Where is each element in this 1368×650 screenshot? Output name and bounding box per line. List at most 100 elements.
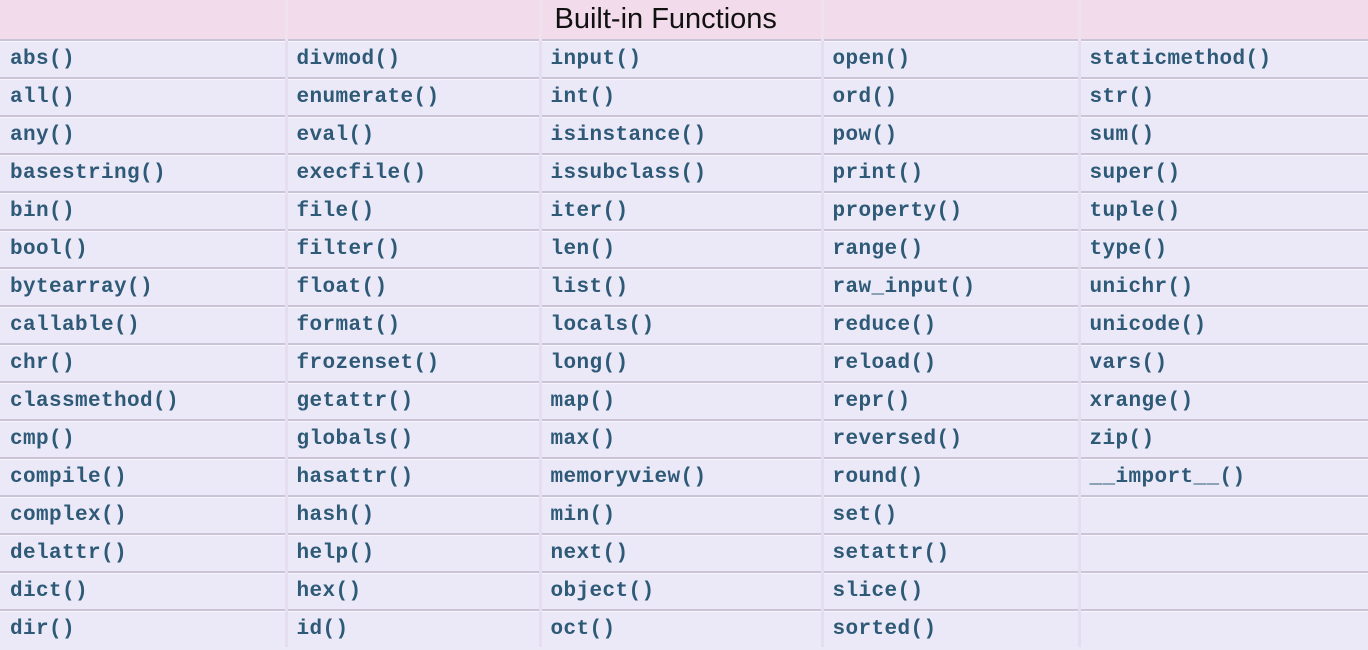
function-cell: len() — [538, 229, 822, 268]
function-cell: slice() — [820, 571, 1079, 610]
table-row: classmethod()getattr()map()repr()xrange(… — [0, 381, 1368, 420]
function-cell: iter() — [538, 191, 822, 230]
function-cell: set() — [820, 495, 1079, 534]
page-title: Built-in Functions — [538, 0, 822, 40]
function-cell: list() — [538, 267, 822, 306]
function-cell: xrange() — [1077, 381, 1368, 420]
function-cell: classmethod() — [0, 381, 286, 420]
function-cell: delattr() — [0, 533, 286, 572]
function-cell: sum() — [1077, 115, 1368, 154]
function-cell: range() — [820, 229, 1079, 268]
function-cell: getattr() — [284, 381, 540, 420]
table-row: all()enumerate()int()ord()str() — [0, 77, 1368, 116]
function-cell: hash() — [284, 495, 540, 534]
function-cell: min() — [538, 495, 822, 534]
function-cell: sorted() — [820, 609, 1079, 647]
empty-cell — [1077, 533, 1368, 572]
header-cell-empty — [820, 0, 1079, 40]
table-row: abs()divmod()input()open()staticmethod() — [0, 39, 1368, 78]
function-cell: memoryview() — [538, 457, 822, 496]
function-cell: max() — [538, 419, 822, 458]
function-cell: format() — [284, 305, 540, 344]
function-cell: long() — [538, 343, 822, 382]
function-cell: print() — [820, 153, 1079, 192]
function-cell: help() — [284, 533, 540, 572]
function-cell: eval() — [284, 115, 540, 154]
table-row: cmp()globals()max()reversed()zip() — [0, 419, 1368, 458]
header-cell-empty — [0, 0, 286, 40]
function-cell: abs() — [0, 39, 286, 78]
function-cell: isinstance() — [538, 115, 822, 154]
table-row: callable()format()locals()reduce()unicod… — [0, 305, 1368, 344]
function-cell: input() — [538, 39, 822, 78]
function-cell: reload() — [820, 343, 1079, 382]
function-cell: object() — [538, 571, 822, 610]
empty-cell — [1077, 571, 1368, 610]
function-cell: chr() — [0, 343, 286, 382]
function-cell: basestring() — [0, 153, 286, 192]
function-cell: round() — [820, 457, 1079, 496]
function-cell: execfile() — [284, 153, 540, 192]
function-cell: bytearray() — [0, 267, 286, 306]
function-cell: hex() — [284, 571, 540, 610]
table-row: bool()filter()len()range()type() — [0, 229, 1368, 268]
table-header-row: Built-in Functions — [0, 0, 1368, 40]
function-cell: all() — [0, 77, 286, 116]
function-cell: reversed() — [820, 419, 1079, 458]
function-cell: staticmethod() — [1077, 39, 1368, 78]
function-cell: tuple() — [1077, 191, 1368, 230]
function-cell: ord() — [820, 77, 1079, 116]
function-cell: bool() — [0, 229, 286, 268]
function-cell: int() — [538, 77, 822, 116]
function-cell: globals() — [284, 419, 540, 458]
function-cell: id() — [284, 609, 540, 647]
function-cell: hasattr() — [284, 457, 540, 496]
function-cell: oct() — [538, 609, 822, 647]
table-body: abs()divmod()input()open()staticmethod()… — [0, 39, 1368, 647]
function-cell: enumerate() — [284, 77, 540, 116]
table-row: bin()file()iter()property()tuple() — [0, 191, 1368, 230]
function-cell: dict() — [0, 571, 286, 610]
function-cell: float() — [284, 267, 540, 306]
function-cell: repr() — [820, 381, 1079, 420]
function-cell: next() — [538, 533, 822, 572]
function-cell: property() — [820, 191, 1079, 230]
table-row: dir()id()oct()sorted() — [0, 609, 1368, 647]
function-cell: file() — [284, 191, 540, 230]
function-cell: vars() — [1077, 343, 1368, 382]
table-row: any()eval()isinstance()pow()sum() — [0, 115, 1368, 154]
function-cell: map() — [538, 381, 822, 420]
function-cell: setattr() — [820, 533, 1079, 572]
function-cell: filter() — [284, 229, 540, 268]
table-row: delattr()help()next()setattr() — [0, 533, 1368, 572]
function-cell: type() — [1077, 229, 1368, 268]
function-cell: cmp() — [0, 419, 286, 458]
function-cell: complex() — [0, 495, 286, 534]
empty-cell — [1077, 495, 1368, 534]
function-cell: bin() — [0, 191, 286, 230]
function-cell: locals() — [538, 305, 822, 344]
function-cell: divmod() — [284, 39, 540, 78]
function-cell: dir() — [0, 609, 286, 647]
function-cell: zip() — [1077, 419, 1368, 458]
table-row: basestring()execfile()issubclass()print(… — [0, 153, 1368, 192]
empty-cell — [1077, 609, 1368, 647]
table-row: chr()frozenset()long()reload()vars() — [0, 343, 1368, 382]
function-cell: pow() — [820, 115, 1079, 154]
function-cell: open() — [820, 39, 1079, 78]
function-cell: str() — [1077, 77, 1368, 116]
table-row: bytearray()float()list()raw_input()unich… — [0, 267, 1368, 306]
header-cell-empty — [1077, 0, 1368, 40]
header-cell-empty — [284, 0, 540, 40]
table-row: dict()hex()object()slice() — [0, 571, 1368, 610]
function-cell: unichr() — [1077, 267, 1368, 306]
function-cell: compile() — [0, 457, 286, 496]
table-row: compile()hasattr()memoryview()round()__i… — [0, 457, 1368, 496]
function-cell: super() — [1077, 153, 1368, 192]
function-cell: raw_input() — [820, 267, 1079, 306]
function-cell: any() — [0, 115, 286, 154]
function-cell: issubclass() — [538, 153, 822, 192]
table-row: complex()hash()min()set() — [0, 495, 1368, 534]
function-cell: __import__() — [1077, 457, 1368, 496]
